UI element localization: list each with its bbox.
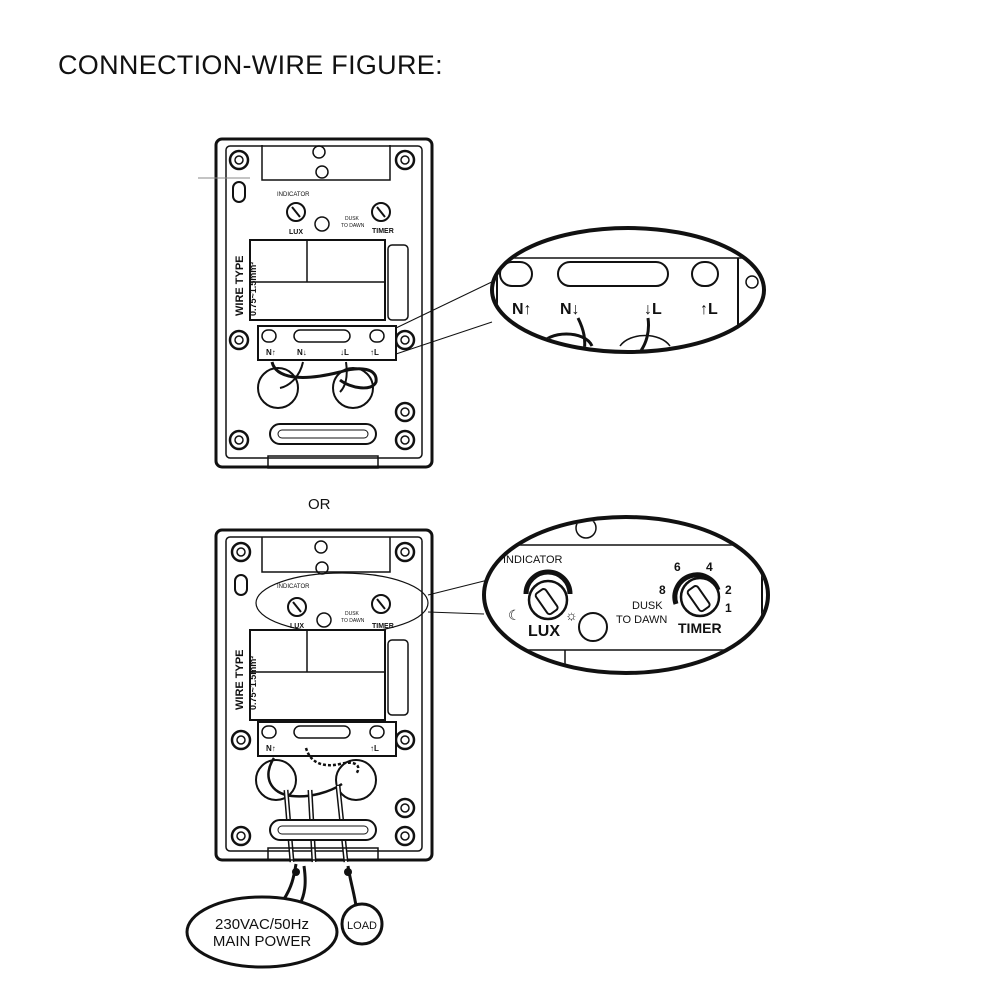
wire-size-label: 0.75~1.5mm² [248, 262, 258, 316]
indicator-label: INDICATOR [277, 192, 310, 198]
to-dawn-label: TO DAWN [341, 223, 365, 229]
zoom-timer-label: TIMER [678, 620, 722, 636]
timer-mark-6: 6 [674, 560, 681, 574]
zoom-terminal-n-in: N↑ [512, 301, 532, 318]
terminal-zoom-callout: N↑ N↓ ↓L ↑L [490, 226, 766, 354]
screw-icon [230, 541, 252, 563]
screw-icon [394, 541, 416, 563]
moon-icon: ☾ [508, 607, 521, 623]
screw-icon [228, 429, 250, 451]
timer-mark-2: 2 [725, 583, 732, 597]
zoom-dusk-label: DUSK [632, 600, 663, 612]
main-power-label: MAIN POWER [213, 933, 312, 950]
timer-mark-8: 8 [659, 583, 666, 597]
to-dawn-label: TO DAWN [341, 618, 365, 624]
zoom-terminal-l-out: ↓L [644, 301, 662, 318]
timer-mark-4: 4 [706, 560, 713, 574]
or-separator: OR [308, 496, 331, 513]
screw-icon [228, 329, 250, 351]
zoom-terminal-n-out: N↓ [560, 301, 580, 318]
zoom-terminal-l-in: ↑L [700, 301, 718, 318]
lux-label: LUX [290, 623, 304, 630]
terminal-l-out: ↓L [340, 348, 349, 357]
screw-icon [394, 825, 416, 847]
terminal-n-in: N↑ [266, 348, 276, 357]
screw-icon [394, 797, 416, 819]
screw-icon [394, 149, 416, 171]
screw-icon [394, 401, 416, 423]
wire-size-label: 0.75~1.5mm² [248, 656, 258, 710]
bottom-device: INDICATOR LUX DUSK TO DAWN TIMER WIRE TY… [214, 528, 434, 907]
wire-type-label: WIRE TYPE [234, 649, 246, 710]
timer-mark-1: 1 [725, 601, 732, 615]
timer-label: TIMER [372, 228, 394, 235]
zoom-lux-label: LUX [528, 623, 560, 640]
indicator-label: INDICATOR [277, 584, 310, 590]
terminal-l-in: ↑L [370, 348, 379, 357]
timer-label: TIMER [372, 623, 394, 630]
screw-icon [394, 329, 416, 351]
wire-type-label: WIRE TYPE [234, 255, 246, 316]
screw-icon [394, 729, 416, 751]
figure-heading: CONNECTION-WIRE FIGURE: [58, 50, 443, 80]
sun-icon: ☼ [565, 607, 578, 623]
dusk-label: DUSK [345, 611, 360, 617]
screw-icon [228, 149, 250, 171]
terminal-n-in: N↑ [266, 744, 276, 753]
power-voltage-label: 230VAC/50Hz [215, 916, 309, 933]
control-zoom-callout: INDICATOR ☾ ☼ LUX 8 6 4 2 1 DUSK TO DAWN… [482, 515, 770, 675]
terminal-l-in: ↑L [370, 744, 379, 753]
dusk-label: DUSK [345, 216, 360, 222]
lux-label: LUX [289, 229, 303, 236]
load-callout: LOAD [340, 902, 384, 946]
terminal-n-out: N↓ [297, 348, 307, 357]
screw-icon [394, 429, 416, 451]
screw-icon [230, 729, 252, 751]
zoom-indicator-label: INDICATOR [503, 554, 563, 566]
top-device: INDICATOR LUX DUSK TO DAWN TIMER WIRE TY… [198, 137, 434, 469]
zoom-to-dawn-label: TO DAWN [616, 614, 667, 626]
load-label: LOAD [347, 920, 377, 932]
main-power-callout: 230VAC/50Hz MAIN POWER [185, 895, 339, 969]
screw-icon [230, 825, 252, 847]
